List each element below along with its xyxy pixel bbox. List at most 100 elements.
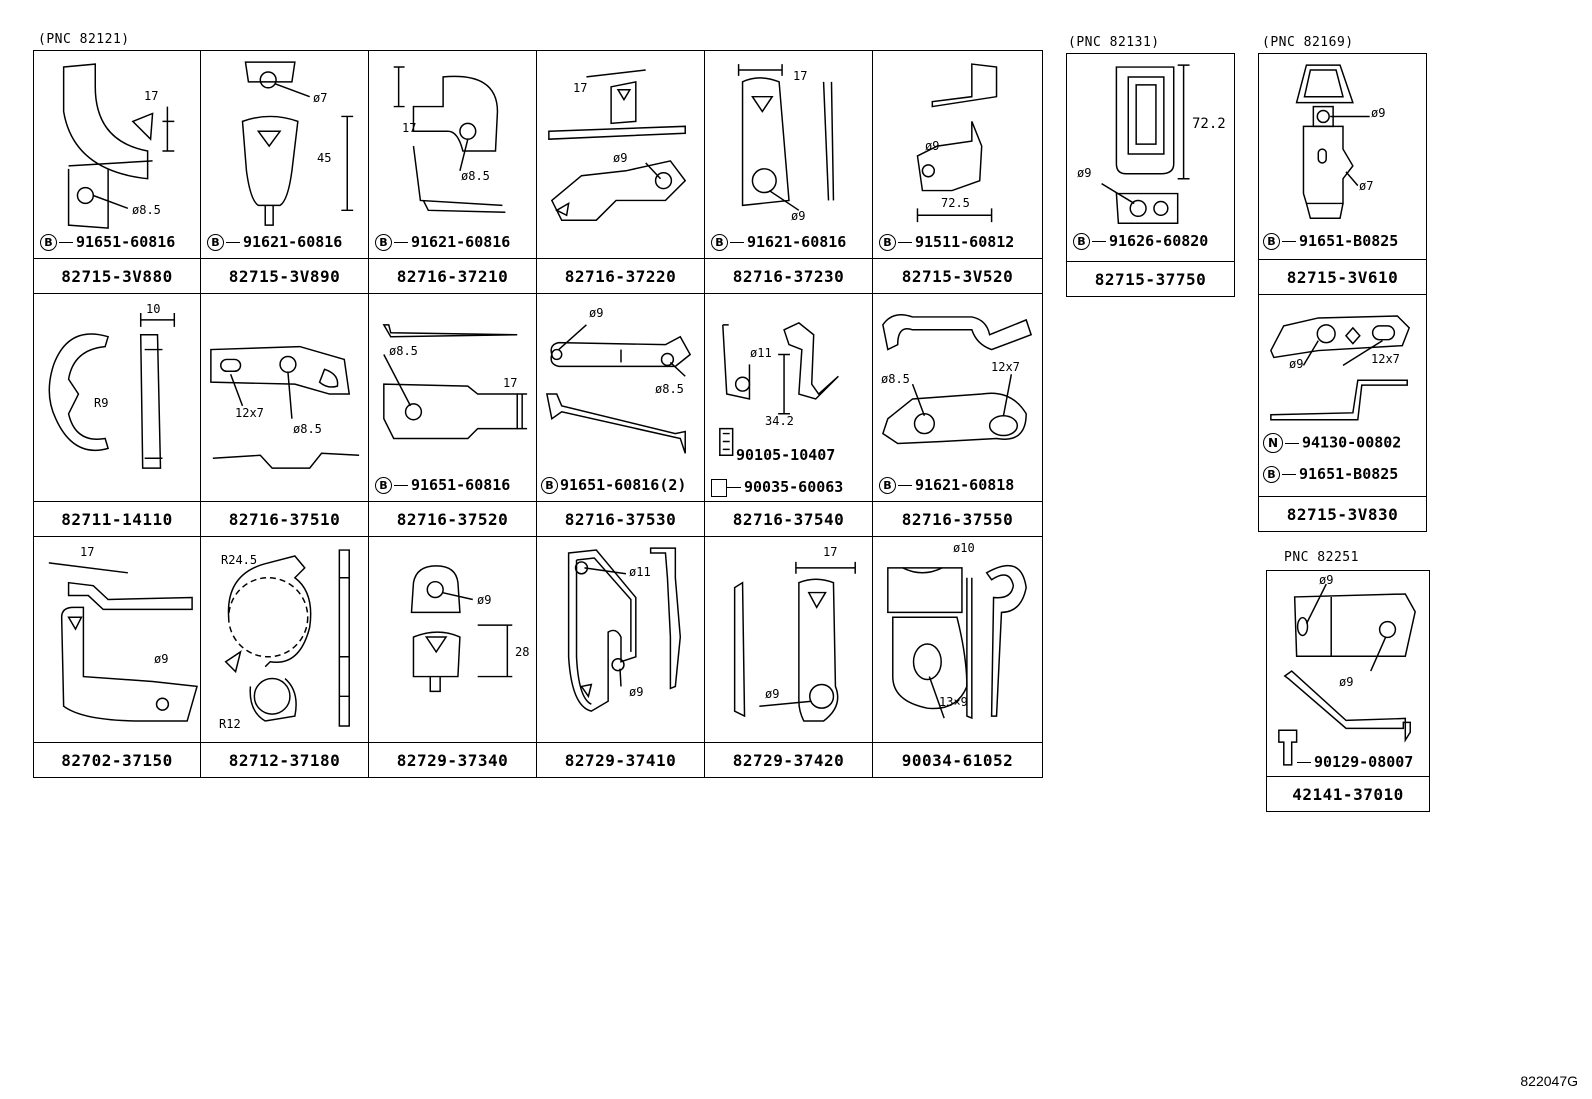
dim-label: R12 [219,717,241,731]
dim-label: 34.2 [765,414,794,428]
dim-label: ø9 [1289,357,1304,371]
part-number: 82729-37420 [705,742,872,777]
part-number: 82711-14110 [34,501,200,536]
dim-label: R9 [94,396,109,410]
part-drawing [545,324,692,454]
part-drawing [410,565,513,693]
part-number: 42141-37010 [1267,776,1429,811]
bolt-mark-icon: B [207,234,224,251]
sub-part-line[interactable]: 90035-60063 [711,478,843,497]
dim-label: ø9 [477,593,492,607]
part-number: 82715-37750 [1067,261,1234,296]
part-cell-82711-14110[interactable]: 10 R9 82711-14110 [33,293,201,537]
part-drawing [62,63,175,229]
part-cell-82716-37540[interactable]: ø11 34.2 90105-10407 90035-60063 82716-3… [704,293,873,537]
part-number: 82715-3V890 [201,258,368,293]
sub-part-number: 90129-08007 [1314,753,1414,771]
part-number: 82715-3V830 [1259,496,1426,531]
dim-label: 17 [793,69,808,83]
part-drawing [1295,64,1370,220]
bolt-mark-icon: B [375,234,392,251]
sub-part-number: 91621-60818 [915,476,1015,494]
part-number: 82716-37530 [537,501,704,536]
dim-label: 12x7 [1371,352,1400,366]
dim-label: ø9 [1339,675,1354,689]
sub-part-line[interactable]: B 91621-60816 [375,233,510,251]
sub-part-number: 90035-60063 [744,478,844,496]
part-drawing [887,564,1027,720]
part-drawing [719,322,839,457]
part-number: 82715-3V520 [873,258,1042,293]
dim-label: ø9 [589,306,604,320]
bolt-mark-icon: B [1263,466,1280,483]
dim-label: ø8.5 [389,344,418,358]
dim-label: 17 [503,376,518,390]
sub-part-line[interactable]: 90105-10407 [719,446,835,464]
part-drawing [567,547,682,712]
part-cell-82716-37510[interactable]: 12x7 ø8.5 82716-37510 [200,293,369,537]
part-cell-82729-37420[interactable]: 17 ø9 82729-37420 [704,536,873,778]
part-cell-82702-37150[interactable]: 17 ø9 82702-37150 [33,536,201,778]
sub-part-number: 90105-10407 [736,446,836,464]
part-number: 82715-3V880 [34,258,200,293]
part-drawing [916,63,998,223]
part-number: 82716-37520 [369,501,536,536]
dim-label: 45 [317,151,332,165]
sub-part-line[interactable]: 90129-08007 [1297,753,1413,771]
part-cell-82729-37340[interactable]: ø9 28 82729-37340 [368,536,537,778]
sub-part-number: 91651-60816(2) [560,476,687,494]
dim-label: ø9 [1319,573,1334,587]
part-number: 90034-61052 [873,742,1042,777]
bolt-mark-icon: B [541,477,558,494]
part-cell-82712-37180[interactable]: R24.5 R12 82712-37180 [200,536,369,778]
part-cell-82716-37220[interactable]: 17 ø9 82716-37220 [536,50,705,294]
part-drawing [393,66,506,214]
dim-label: ø7 [1359,179,1374,193]
part-cell-42141-37010[interactable]: ø9 ø9 90129-08007 42141-37010 [1266,570,1430,812]
dim-label: 12x7 [235,406,264,420]
sub-part-number: 91621-60816 [411,233,511,251]
part-number: 82729-37340 [369,742,536,777]
dim-label: 12x7 [991,360,1020,374]
sub-part-number: 91651-B0825 [1299,232,1399,250]
dim-label: ø9 [613,151,628,165]
part-number: 82716-37540 [705,501,872,536]
dim-label: 13×9 [939,695,968,709]
part-cell-90034-61052[interactable]: ø10 13×9 90034-61052 [872,536,1043,778]
part-number: 82716-37220 [537,258,704,293]
part-number: 82712-37180 [201,742,368,777]
dim-label: 72.5 [941,196,970,210]
bolt-mark-icon: B [1073,233,1090,250]
part-drawing [882,314,1033,445]
dim-label: ø8.5 [293,422,322,436]
part-number: 82716-37210 [369,258,536,293]
part-number: 82716-37510 [201,501,368,536]
part-drawing [210,345,360,469]
dim-label: ø8.5 [461,169,490,183]
dim-label: ø9 [791,209,806,223]
part-cell-82729-37410[interactable]: ø11 ø9 82729-37410 [536,536,705,778]
dim-label: ø9 [1077,166,1092,180]
